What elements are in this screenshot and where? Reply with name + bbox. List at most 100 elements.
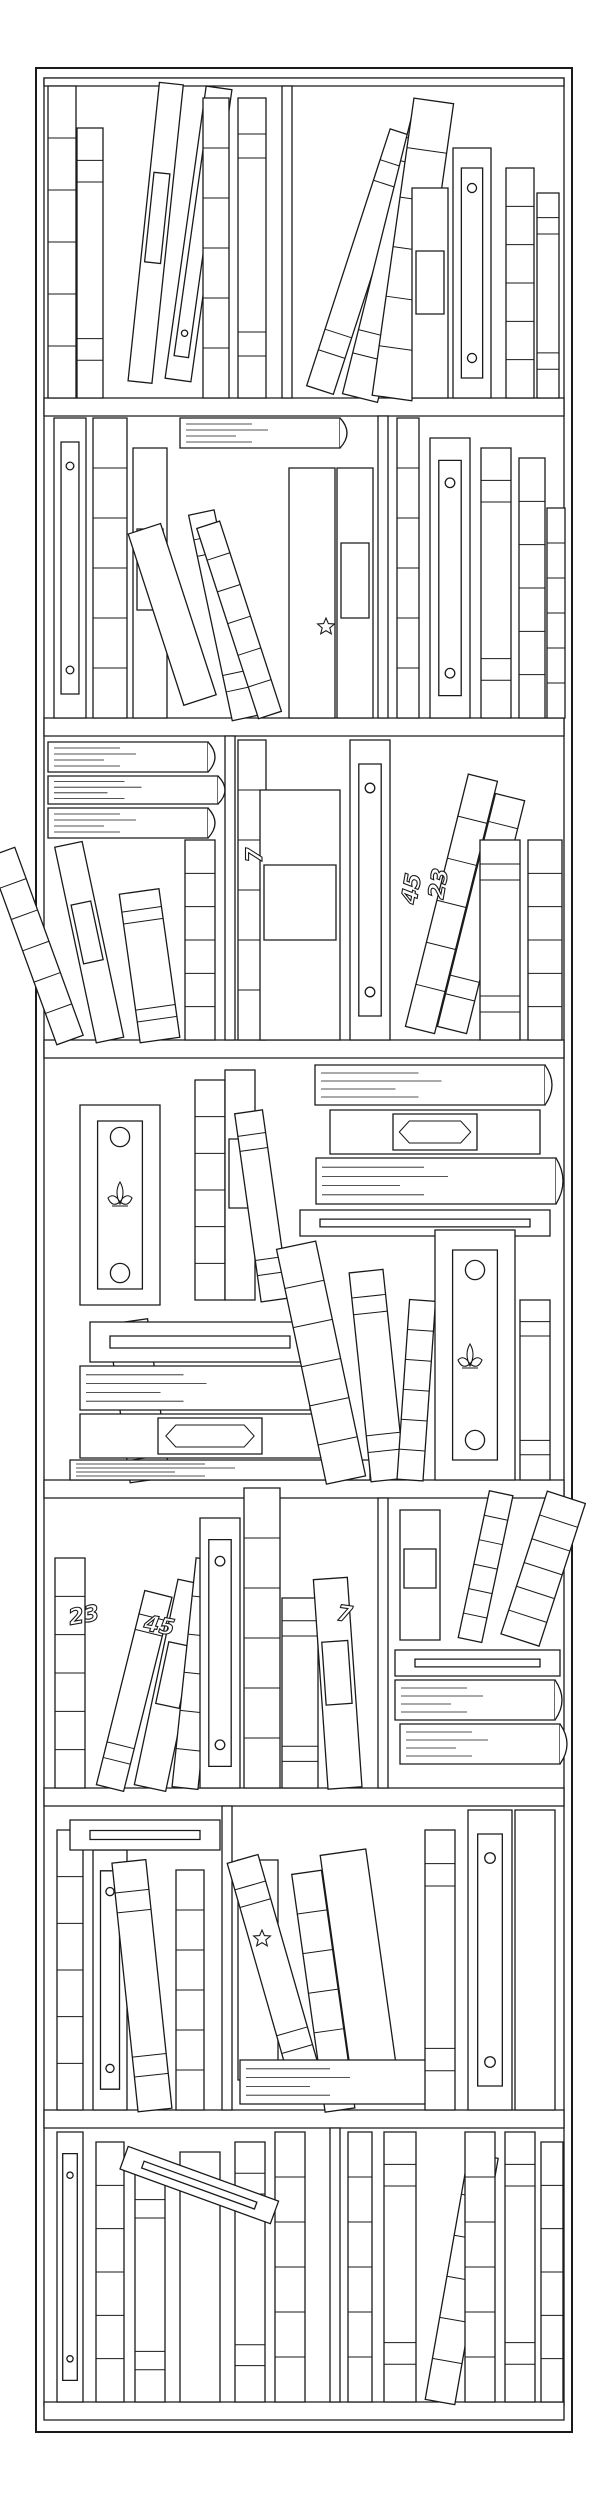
spine-band bbox=[282, 2045, 313, 2054]
spine-label-3: 7 bbox=[243, 847, 268, 863]
spine-ring bbox=[110, 1127, 129, 1146]
spine-rule bbox=[458, 816, 487, 823]
spine-label bbox=[359, 764, 381, 1016]
book-curve bbox=[545, 1065, 552, 1105]
book-upright bbox=[77, 128, 103, 398]
book-body bbox=[400, 1724, 560, 1764]
spine-rule bbox=[440, 2317, 470, 2322]
spine-rule bbox=[532, 1539, 570, 1551]
book-upright bbox=[384, 2132, 416, 2402]
spine-rule bbox=[524, 1562, 562, 1574]
section-divider bbox=[282, 86, 292, 398]
spine-rule bbox=[484, 1515, 507, 1520]
spine-rule bbox=[23, 941, 49, 951]
spine-band bbox=[318, 350, 345, 359]
spine-band bbox=[352, 1294, 386, 1298]
book-upright bbox=[397, 418, 419, 718]
shelf-board bbox=[44, 718, 564, 736]
book-upright bbox=[119, 889, 179, 1043]
book-upright bbox=[54, 418, 86, 718]
book-curve bbox=[556, 1158, 563, 1204]
book-upright bbox=[465, 2132, 495, 2402]
spine-ring bbox=[467, 353, 476, 362]
book-upright bbox=[48, 86, 76, 398]
book-upright bbox=[405, 774, 497, 1034]
book-upright bbox=[200, 1518, 240, 1788]
spine-label-6: 7 bbox=[335, 1601, 354, 1628]
spine-rule bbox=[463, 1613, 486, 1618]
book-upright bbox=[349, 1269, 405, 1481]
spine-rule bbox=[509, 1610, 547, 1622]
book-upright bbox=[244, 1488, 280, 1788]
book-lying bbox=[70, 1820, 220, 1850]
book-upright bbox=[238, 98, 266, 398]
spine-panel bbox=[322, 1640, 352, 1705]
book-body bbox=[48, 742, 208, 772]
book-lying bbox=[48, 776, 225, 804]
star-icon bbox=[318, 618, 335, 634]
spine-label-2: 45 bbox=[397, 872, 427, 907]
book-upright bbox=[425, 1830, 455, 2110]
cover-ornament bbox=[166, 1425, 254, 1447]
spine-band bbox=[103, 1757, 130, 1764]
book-spine bbox=[135, 2172, 165, 2402]
spine-rule bbox=[399, 1449, 425, 1451]
spine-label-4: 23 bbox=[67, 1601, 102, 1631]
spine-band bbox=[122, 907, 162, 913]
book-upright bbox=[96, 2142, 124, 2402]
shelf-board bbox=[44, 2402, 564, 2420]
spine-band bbox=[450, 975, 479, 982]
spine-panel bbox=[145, 172, 170, 263]
shelf-board bbox=[44, 1040, 564, 1058]
spine-label bbox=[209, 1540, 231, 1767]
fleur-shape bbox=[458, 1344, 482, 1368]
book-lying bbox=[400, 1724, 567, 1764]
book-upright bbox=[337, 468, 373, 718]
book-upright bbox=[501, 1491, 585, 1646]
book-lying bbox=[240, 2060, 447, 2104]
book-upright bbox=[57, 2132, 83, 2402]
spine-ring bbox=[106, 2064, 114, 2072]
book-upright bbox=[112, 1860, 172, 2112]
spine-rule bbox=[474, 1564, 497, 1569]
book-lying bbox=[120, 2146, 279, 2223]
fleur-de-lis-icon bbox=[458, 1344, 482, 1368]
spine-ring bbox=[67, 2356, 73, 2362]
spine-rule bbox=[432, 2358, 462, 2363]
spine-rule bbox=[437, 900, 466, 907]
spine-band bbox=[136, 1005, 176, 1011]
book-spine bbox=[520, 1300, 550, 1480]
spine-panel bbox=[404, 1549, 436, 1588]
spine-band bbox=[240, 1899, 271, 1908]
book-spine bbox=[282, 1598, 318, 1788]
spine-rule bbox=[297, 1910, 327, 1914]
book-spine bbox=[128, 524, 216, 706]
book-upright bbox=[128, 82, 183, 383]
book-spine bbox=[235, 1110, 289, 1302]
spine-band bbox=[238, 1132, 266, 1136]
spine-rule bbox=[318, 1437, 357, 1445]
spine-ring bbox=[485, 1853, 496, 1864]
book-lying bbox=[48, 742, 215, 772]
spine-rule bbox=[416, 984, 445, 991]
book-spine bbox=[481, 448, 511, 718]
book-body bbox=[180, 418, 340, 448]
spine-label bbox=[63, 2154, 78, 2381]
bookcase-frame bbox=[36, 68, 572, 2432]
book-lying bbox=[48, 808, 215, 838]
book-upright bbox=[435, 1230, 515, 1480]
spine-ring bbox=[365, 987, 375, 997]
spine-band bbox=[115, 1889, 149, 1893]
book-lying bbox=[395, 1650, 560, 1676]
book-spine bbox=[515, 1810, 555, 2110]
spine-rule bbox=[11, 910, 37, 920]
spine-label bbox=[453, 1250, 498, 1460]
book-upright bbox=[453, 148, 491, 398]
spine-rule bbox=[447, 858, 476, 865]
book-upright bbox=[96, 1591, 172, 1792]
spine-band bbox=[135, 1629, 162, 1636]
book-curve bbox=[218, 776, 225, 804]
star-icon bbox=[254, 1930, 271, 1946]
spine-panel bbox=[71, 901, 103, 964]
cover-bar bbox=[110, 1336, 290, 1348]
